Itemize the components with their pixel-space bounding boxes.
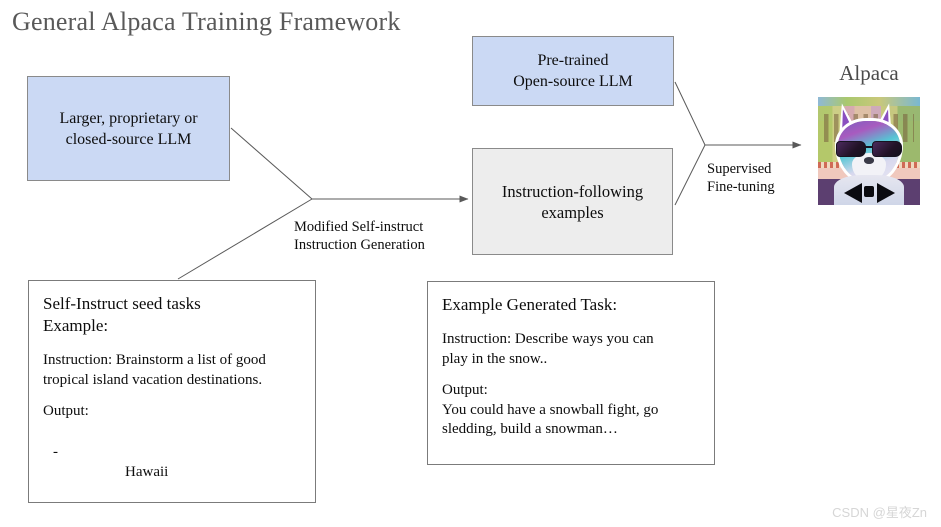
node-pretrained-llm-label: Pre-trained Open-source LLM bbox=[513, 52, 633, 90]
alpaca-nose bbox=[863, 157, 875, 164]
spacer bbox=[442, 369, 700, 381]
list-item-label: Hawaii bbox=[125, 463, 169, 480]
sunglasses-lens-left bbox=[836, 141, 867, 158]
sunglasses-icon bbox=[836, 141, 902, 158]
node-proprietary-llm-label: Larger, proprietary or closed-source LLM bbox=[59, 109, 198, 148]
edge-label-modified-self-instruct: Modified Self-instruct Instruction Gener… bbox=[294, 219, 425, 253]
card-generated-task-title: Example Generated Task: bbox=[442, 295, 618, 314]
card-generated-task-output-label: Output: bbox=[442, 382, 488, 398]
edge-seedtasks-to-junction bbox=[177, 198, 313, 280]
node-pretrained-llm[interactable]: Pre-trained Open-source LLM bbox=[472, 36, 674, 106]
edge-label-supervised-fine-tuning: Supervised Fine-tuning bbox=[707, 161, 775, 195]
card-generated-task-output-text: You could have a snowball fight, go sled… bbox=[442, 401, 659, 438]
edge-examples-to-junction2 bbox=[674, 144, 706, 206]
card-seed-tasks-title: Self-Instruct seed tasks Example: bbox=[43, 294, 201, 335]
bullet-marker: - bbox=[53, 443, 58, 460]
sunglasses-lens-right bbox=[871, 141, 902, 158]
bowtie-knot bbox=[863, 185, 875, 198]
card-seed-tasks-output-label: Output: bbox=[43, 403, 89, 419]
bowtie-left-wing bbox=[843, 183, 862, 204]
node-instruction-following-examples[interactable]: Instruction-following examples bbox=[472, 148, 673, 255]
spacer bbox=[43, 390, 301, 402]
spacer bbox=[442, 316, 700, 330]
bowtie-right-wing bbox=[876, 183, 895, 204]
card-seed-tasks-bullet-list: - Hawaii - Mauritius - Seychelles bbox=[43, 422, 301, 503]
node-instruction-following-examples-label: Instruction-following examples bbox=[501, 181, 644, 222]
node-proprietary-llm[interactable]: Larger, proprietary or closed-source LLM bbox=[27, 76, 230, 181]
list-item: - Mauritius bbox=[43, 502, 301, 503]
alpaca-title: Alpaca bbox=[839, 61, 899, 85]
card-seed-tasks-instruction: Instruction: Brainstorm a list of good t… bbox=[43, 352, 266, 388]
alpaca-image bbox=[818, 97, 920, 205]
edge-pretrained-to-junction2 bbox=[674, 81, 706, 146]
card-seed-tasks[interactable]: Self-Instruct seed tasks Example: Instru… bbox=[28, 280, 316, 503]
card-generated-task-instruction: Instruction: Describe ways you can play … bbox=[442, 331, 654, 367]
edge-proprietary-to-junction bbox=[230, 127, 313, 200]
page-title: General Alpaca Training Framework bbox=[12, 7, 401, 36]
spacer bbox=[43, 337, 301, 351]
card-generated-task[interactable]: Example Generated Task: Instruction: Des… bbox=[427, 281, 715, 465]
watermark: CSDN @星夜Zn bbox=[832, 505, 927, 520]
sunglasses-bridge bbox=[863, 145, 875, 148]
list-item: - Hawaii bbox=[43, 422, 301, 502]
